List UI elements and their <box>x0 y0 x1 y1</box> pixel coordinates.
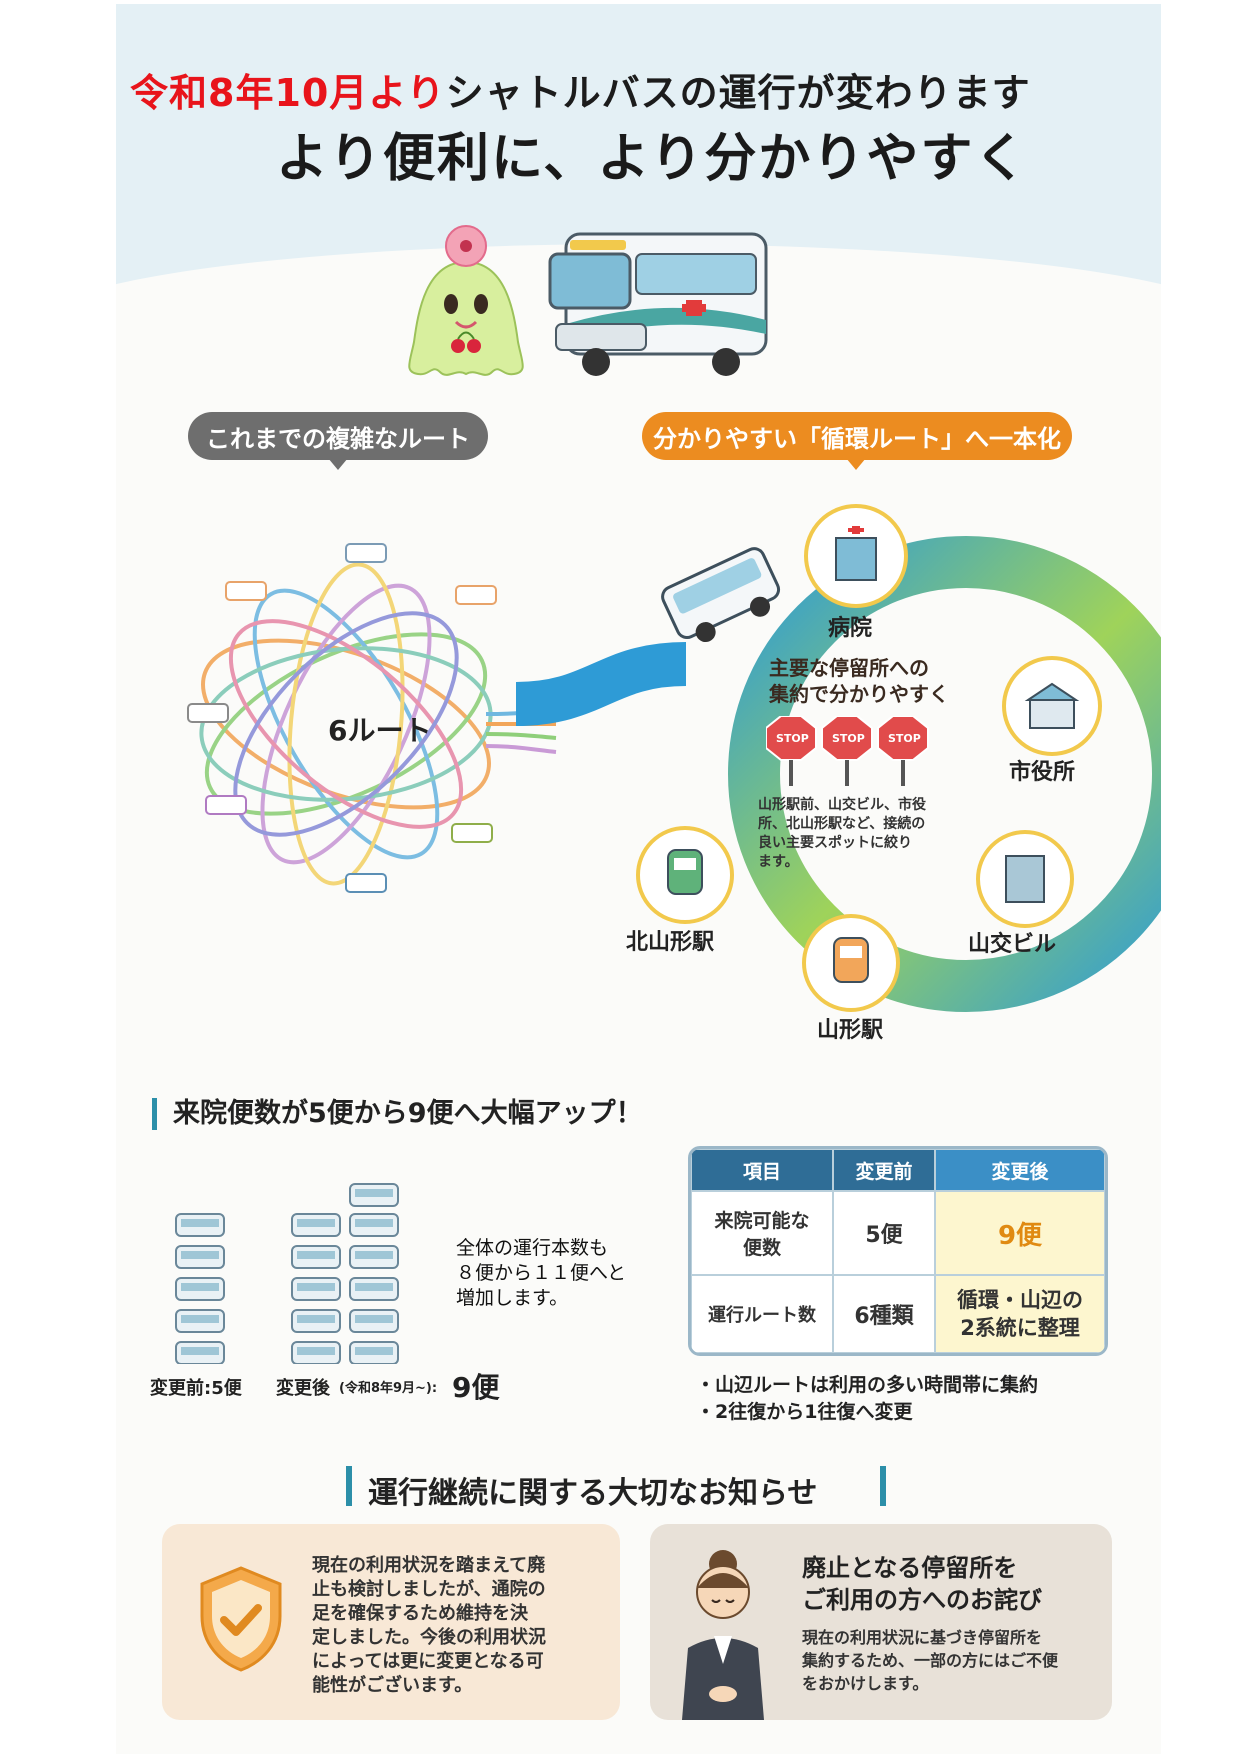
frequency-title: 来院便数が5便から9便へ大幅アップ！ <box>152 1098 643 1130</box>
bowing-staff-illustration <box>682 1550 764 1720</box>
ring-center-title-1: 主要な停留所への <box>769 656 929 680</box>
notice-left-line-3: 足を確保するため維持を決 <box>312 1603 528 1624</box>
notice-right-title: 廃止となる停留所を ご利用の方へのお詫び <box>802 1552 1042 1616</box>
stop-sign-text-2: STOP <box>832 732 865 745</box>
notice-right-line-3: をおかけします。 <box>802 1674 929 1693</box>
notice-left-line-2: 止も検討しましたが、通院の <box>312 1579 546 1600</box>
notice-right-line-1: 現在の利用状況に基づき停留所を <box>802 1628 1043 1647</box>
mascot-illustration <box>408 225 524 376</box>
notice-right-title-2: ご利用の方へのお詫び <box>802 1586 1042 1614</box>
total-runs-note: 全体の運行本数も ８便から１１便へと 増加します。 <box>456 1236 626 1311</box>
stop-label-yamako-building: 山交ビル <box>968 932 1057 957</box>
train-icon-kitayamagata <box>636 826 734 924</box>
stop-label-city-hall: 市役所 <box>1009 760 1076 785</box>
table-row2-before: 6種類 <box>833 1275 935 1353</box>
total-runs-note-1: 全体の運行本数も <box>456 1237 609 1259</box>
hospital-icon <box>804 504 908 608</box>
old-route-label: これまでの複雑なルート <box>188 412 488 460</box>
notice-right-text: 現在の利用状況に基づき停留所を 集約するため、一部の方にはご不便 をおかけします… <box>802 1626 1058 1695</box>
headline-line2: より便利に、より分かりやすく <box>276 129 1029 189</box>
stop-label-yamagata-station: 山形駅 <box>817 1018 884 1043</box>
notice-left-text: 現在の利用状況を踏まえて廃 止も検討しましたが、通院の 足を確保するため維持を決… <box>312 1554 546 1698</box>
table-row1-before: 5便 <box>833 1191 935 1275</box>
ring-center-desc-2: 所、北山形駅など、接続の <box>758 816 926 832</box>
notice-title-bar-left <box>346 1466 352 1506</box>
table-row2-after-2: 2系統に整理 <box>960 1316 1080 1340</box>
notice-left-line-5: によっては更に変更となる可 <box>312 1651 544 1672</box>
notice-title: 運行継続に関する大切なお知らせ <box>368 1476 818 1511</box>
table-header-after: 変更後 <box>935 1149 1105 1191</box>
table-bullet-1: ・山辺ルートは利用の多い時間帯に集約 <box>696 1374 1039 1396</box>
notice-left-line-4: 定しました。今後の利用状況 <box>312 1627 546 1648</box>
ring-bus-icon <box>661 547 781 643</box>
old-route-label-tail <box>328 458 348 470</box>
table-row1-label: 来院可能な 便数 <box>691 1191 833 1275</box>
loop-route-diagram <box>515 536 1161 1012</box>
stop-label-hospital: 病院 <box>828 616 873 641</box>
total-runs-note-3: 増加します。 <box>456 1287 569 1309</box>
comparison-table: 項目 変更前 変更後 来院可能な 便数 5便 9便 運行ルート数 6種類 循環・… <box>688 1146 1108 1356</box>
table-bullet-2: ・2往復から1往復へ変更 <box>696 1401 913 1423</box>
stop-signs <box>766 716 929 786</box>
table-row2-after-1: 循環・山辺の <box>957 1288 1083 1312</box>
after-note: (令和8年9月~): <box>339 1381 438 1396</box>
old-route-count: 6ルート <box>328 714 432 747</box>
bus-count-pictogram <box>175 1183 399 1364</box>
table-row1-label-2: 便数 <box>742 1237 781 1259</box>
notice-left-line-1: 現在の利用状況を踏まえて廃 <box>312 1555 546 1576</box>
ring-center-desc-4: ます。 <box>758 854 799 870</box>
stop-sign-text-1: STOP <box>776 732 809 745</box>
table-row2-after: 循環・山辺の 2系統に整理 <box>935 1275 1105 1353</box>
notice-right-line-2: 集約するため、一部の方にはご不便 <box>802 1651 1059 1670</box>
building-icon <box>976 830 1074 928</box>
bus-illustration <box>548 232 768 376</box>
table-row1-after: 9便 <box>935 1191 1105 1275</box>
after-bus-count: 9便 <box>452 1371 500 1404</box>
table-row2-label: 運行ルート数 <box>691 1275 833 1353</box>
notice-left-line-6: 能性がございます。 <box>312 1675 473 1696</box>
notice-right-title-1: 廃止となる停留所を <box>802 1554 1018 1582</box>
flyer-sheet: 令和8年10月よりシャトルバスの運行が変わります より便利に、より分かりやすく … <box>116 4 1161 1754</box>
total-runs-note-2: ８便から１１便へと <box>456 1262 627 1284</box>
headline-line1: 令和8年10月よりシャトルバスの運行が変わります <box>130 62 1031 117</box>
complex-routes-diagram <box>187 543 557 893</box>
city-hall-icon <box>1002 656 1102 756</box>
ring-center-title-2: 集約で分かりやすく <box>769 682 949 706</box>
after-label: 変更後 <box>276 1378 330 1399</box>
shield-check-icon <box>200 1566 282 1672</box>
new-route-label: 分かりやすい「循環ルート」へ一本化 <box>642 412 1072 460</box>
table-row1-label-1: 来院可能な <box>714 1210 810 1232</box>
headline-change: シャトルバスの運行が変わります <box>445 71 1031 115</box>
notice-title-bar-right <box>880 1466 886 1506</box>
new-route-label-tail <box>846 458 866 470</box>
ring-center-desc-1: 山形駅前、山交ビル、市役 <box>758 797 926 813</box>
table-header-item: 項目 <box>691 1149 833 1191</box>
ring-center-desc-3: 良い主要スポットに絞り <box>758 835 912 851</box>
before-bus-count: 変更前:5便 <box>150 1378 242 1399</box>
train-icon-yamagata <box>802 914 900 1012</box>
headline-date: 令和8年10月より <box>130 71 446 115</box>
stop-sign-text-3: STOP <box>888 732 921 745</box>
stop-label-kitayamagata-station: 北山形駅 <box>626 930 715 955</box>
table-header-before: 変更前 <box>833 1149 935 1191</box>
